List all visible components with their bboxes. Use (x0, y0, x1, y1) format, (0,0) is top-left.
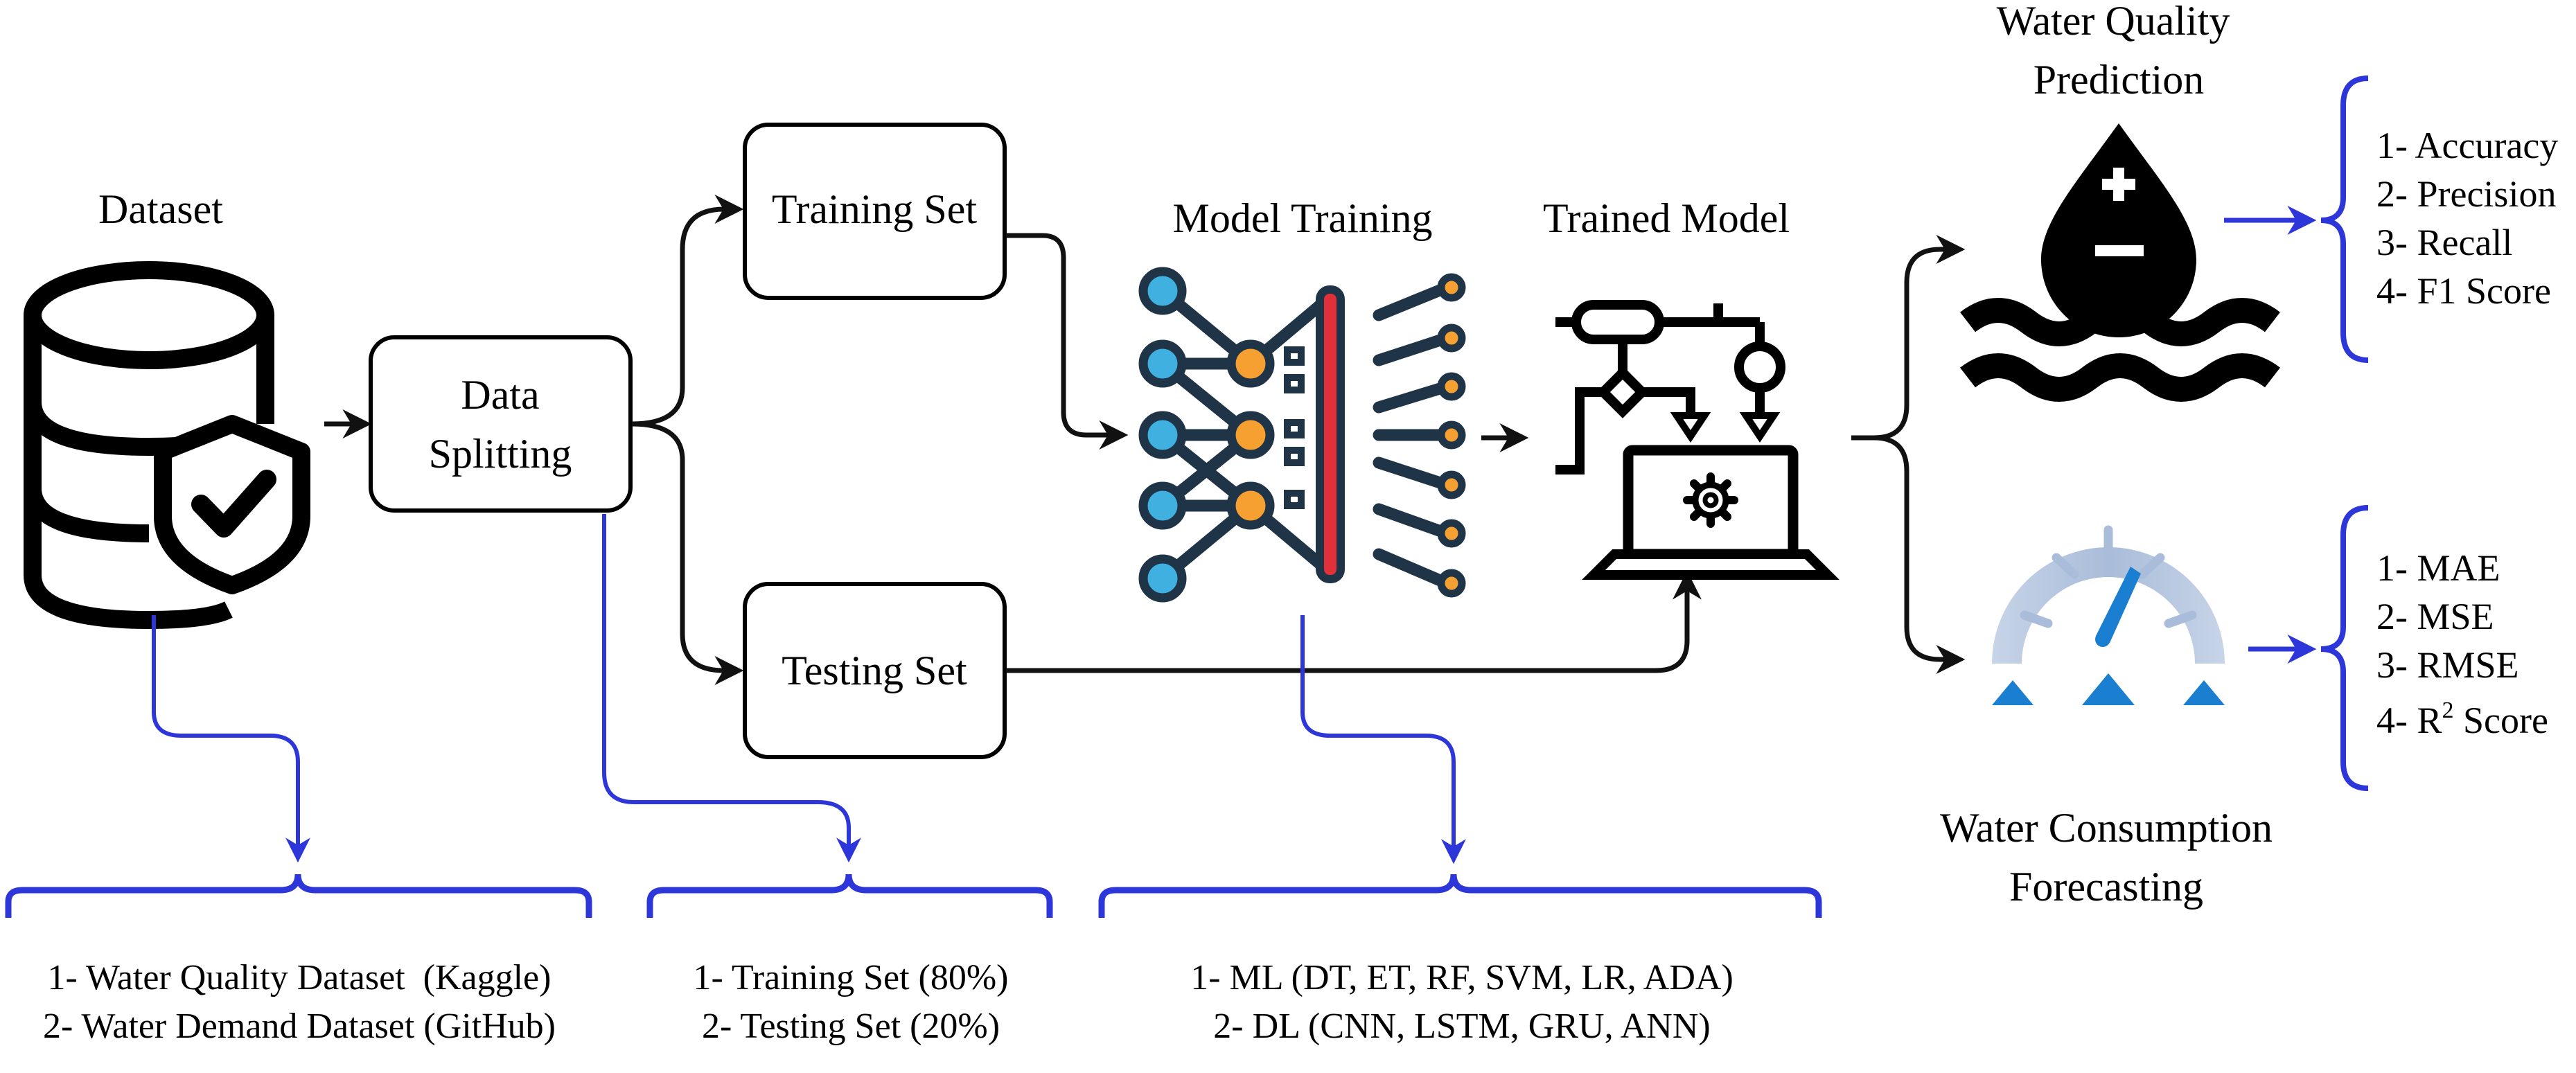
split-item-1: 1- Training Set (80%) (694, 958, 1009, 997)
testing-set-label: Testing Set (782, 648, 967, 693)
trained-model-label: Trained Model (1543, 195, 1790, 241)
neural-network-icon (1138, 267, 1466, 603)
water-consumption-forecasting-line1: Water Consumption (1940, 805, 2273, 851)
split-brace (646, 874, 1053, 918)
arrow-training-to-model (1006, 233, 1129, 450)
model-item-2: 2- DL (CNN, LSTM, GRU, ANN) (1213, 1007, 1710, 1046)
testing-set-box (743, 582, 1007, 759)
regression-metric-1: 1- MAE (2376, 547, 2500, 589)
dataset-item-2: 2- Water Demand Dataset (GitHub) (43, 1007, 556, 1046)
dataset-label: Dataset (98, 186, 223, 232)
connector-model-to-list (1300, 615, 1466, 864)
connector-splitting-to-list (602, 514, 861, 863)
regression-metric-4-prefix: 4- R (2376, 700, 2442, 741)
dataset-item-1: 1- Water Quality Dataset (Kaggle) (48, 958, 552, 997)
classification-metric-3: 3- Recall (2376, 222, 2512, 263)
regression-metric-4-sup: 2 (2442, 698, 2454, 723)
model-training-label: Model Training (1172, 195, 1432, 241)
data-splitting-box (369, 335, 633, 513)
models-brace (1098, 874, 1822, 918)
training-set-box (743, 123, 1007, 300)
regression-metric-2: 2- MSE (2376, 596, 2494, 637)
split-item-2: 2- Testing Set (20%) (702, 1007, 1000, 1046)
datasets-brace (5, 874, 592, 918)
regression-metrics-brace (2320, 505, 2369, 791)
arrow-splitting-to-training (631, 195, 744, 427)
regression-metric-4: 4- R2 Score (2376, 698, 2548, 741)
water-drop-icon (1960, 123, 2280, 402)
arrow-testing-to-trained-model (1006, 570, 1702, 673)
arrow-trained-to-outputs (1851, 235, 1966, 441)
data-splitting-label-line1: Data (461, 372, 539, 418)
arrow-splitting-to-testing (631, 421, 744, 685)
model-item-1: 1- ML (DT, ET, RF, SVM, LR, ADA) (1190, 958, 1733, 997)
connector-dataset-to-list (152, 615, 310, 863)
gauge-icon (1992, 525, 2225, 705)
data-splitting-label-line2: Splitting (429, 431, 572, 477)
classification-metric-1: 1- Accuracy (2376, 125, 2558, 166)
water-quality-prediction-line1: Water Quality (1997, 0, 2230, 44)
classification-metric-2: 2- Precision (2376, 173, 2556, 215)
arrow-trained-to-forecasting (1873, 435, 1966, 674)
training-set-label: Training Set (772, 186, 977, 232)
water-consumption-forecasting-line2: Forecasting (2009, 864, 2203, 910)
water-quality-prediction-line2: Prediction (2034, 57, 2205, 103)
trained-model-icon (1555, 300, 1840, 580)
classification-metric-4: 4- F1 Score (2376, 270, 2551, 312)
classification-metrics-brace (2320, 76, 2369, 363)
regression-metric-4-suffix: Score (2454, 700, 2548, 741)
regression-metric-3: 3- RMSE (2376, 644, 2519, 686)
database-shield-icon (24, 261, 310, 630)
